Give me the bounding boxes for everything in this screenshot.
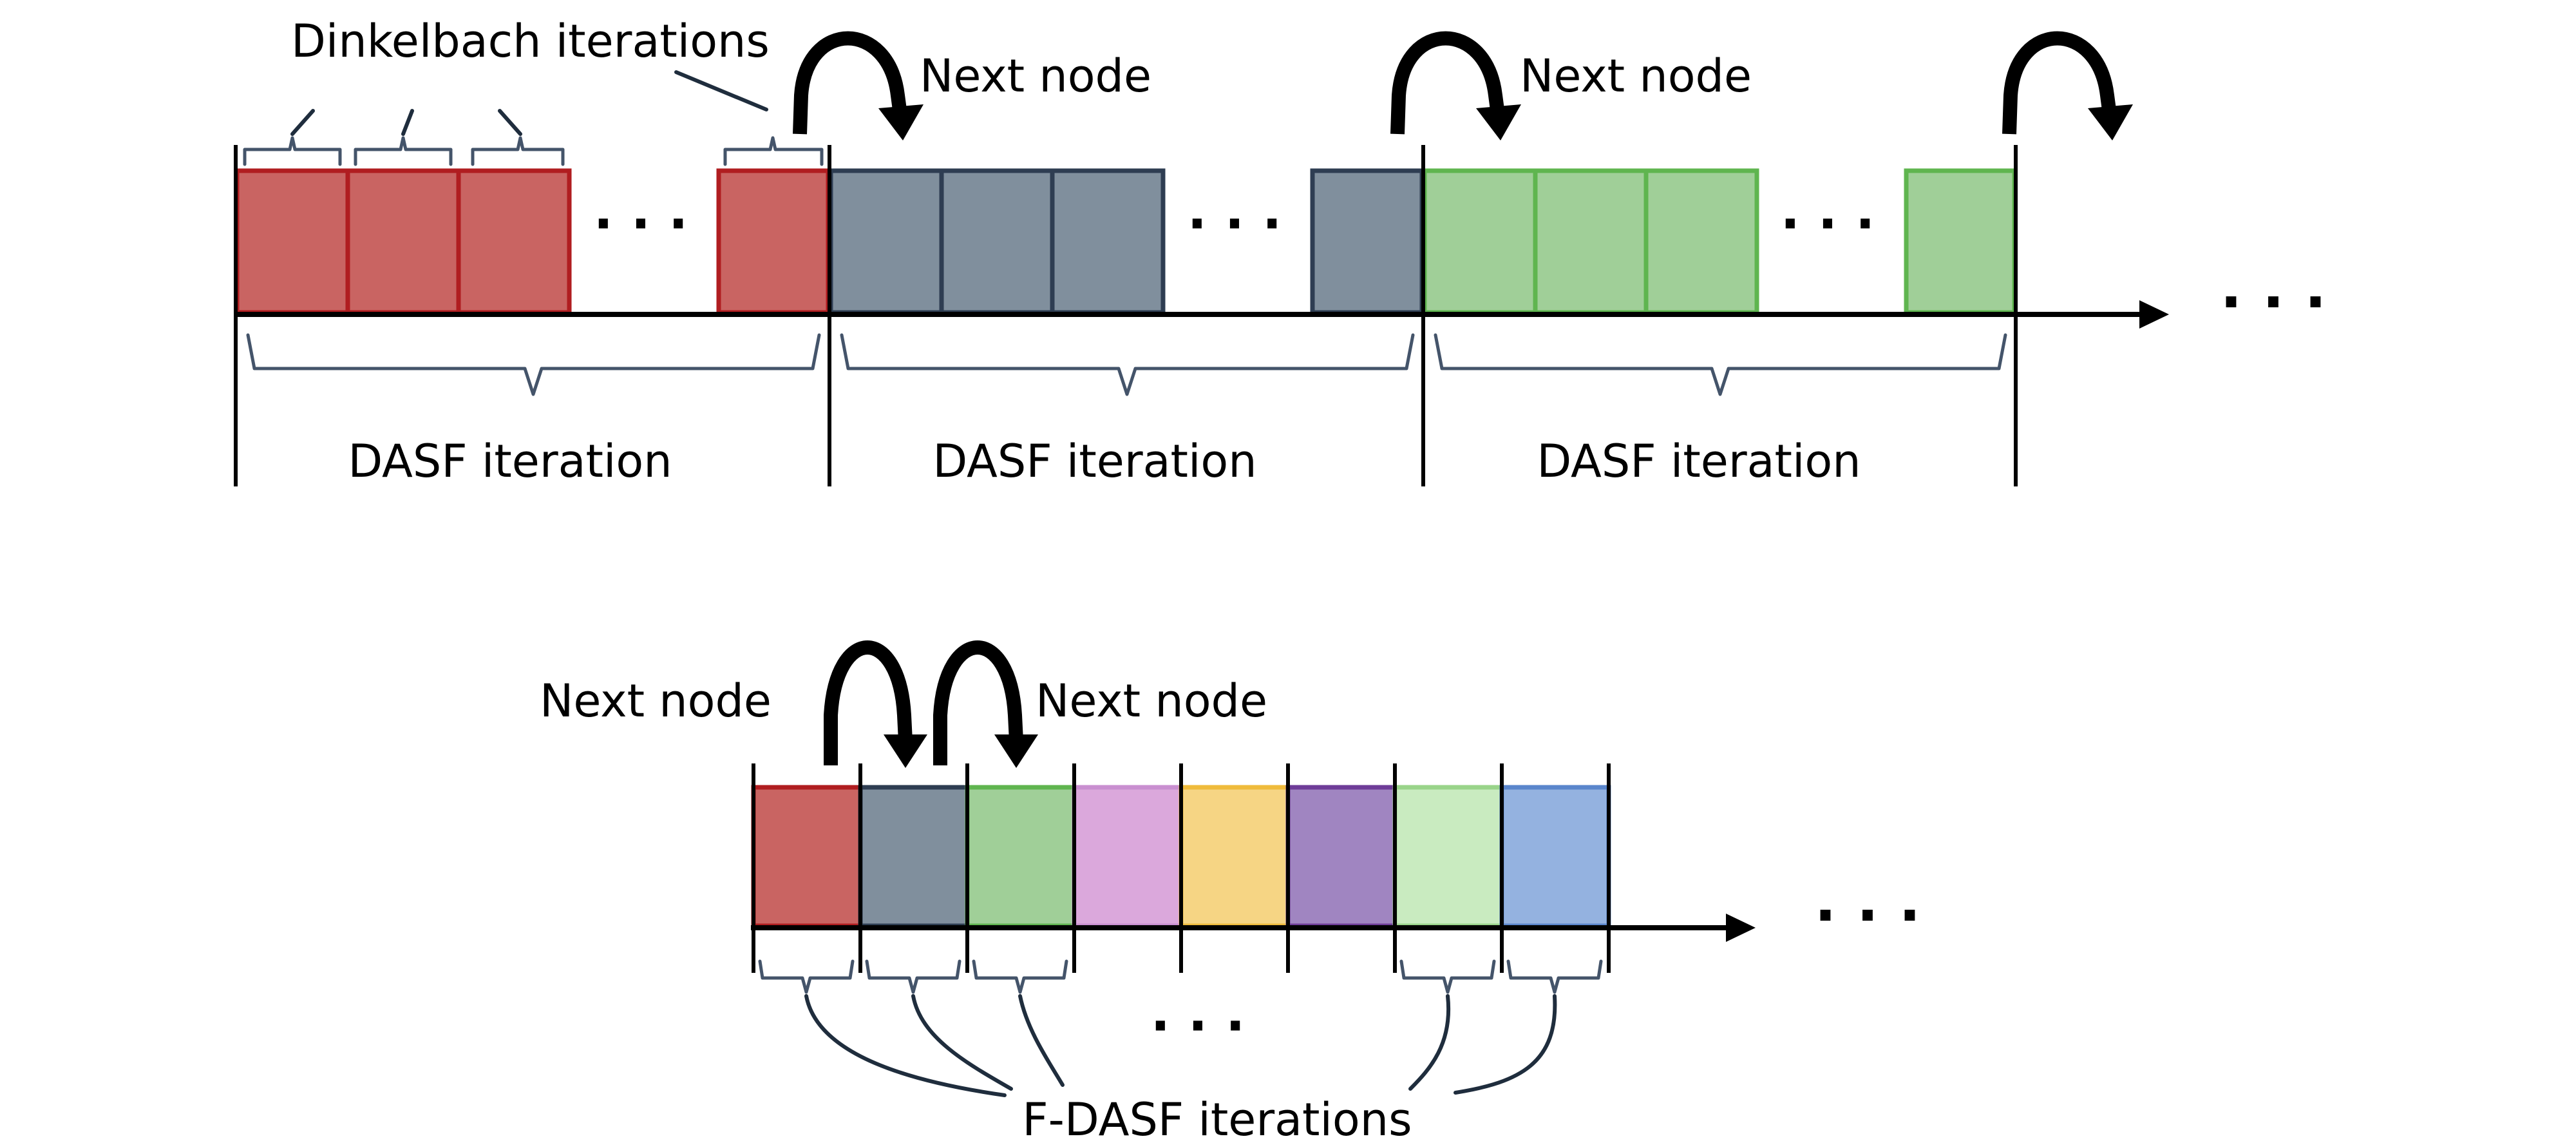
dasf-segment-gray: · · · [828,168,1425,315]
dinkelbach-block [828,168,944,315]
ellipsis: · · · [1188,194,1282,254]
dinkelbach-block [1422,168,1538,315]
dinkelbach-block [456,168,572,315]
dinkelbach-block [1643,168,1759,315]
fdasf-block [1392,785,1504,928]
bottom-timeline: · · · · · · [540,640,1921,1141]
axis-arrowhead [1726,914,1756,942]
fdasf-block [1072,785,1184,928]
fdasf-iterations-label: F-DASF iterations [1022,1093,1412,1141]
ellipsis: · · · [1151,996,1245,1056]
continuation-ellipsis: · · · [1814,882,1920,950]
next-node-label: Next node [920,50,1151,102]
fdasf-block [858,785,970,928]
fdasf-braces [758,959,1603,994]
dasf-iteration-label: DASF iteration [348,435,672,488]
ellipsis: · · · [1781,194,1875,254]
dasf-segment-red: · · · [234,168,831,315]
dinkelbach-block [1050,168,1166,315]
next-node-arrow-icon [824,640,927,768]
fdasf-block [751,785,863,928]
dinkelbach-block [1533,168,1649,315]
dinkelbach-block [345,168,461,315]
dasf-segment-green: · · · [1422,168,2017,315]
dinkelbach-iterations-label: Dinkelbach iterations [291,15,770,68]
fdasf-block [1285,785,1397,928]
next-node-label: Next node [540,675,772,727]
next-node-arrow-icon [2002,31,2133,140]
fdasf-block [1179,785,1291,928]
dinkelbach-block [234,168,350,315]
top-timeline: · · · · · · · · · · · · [234,15,2327,488]
dinkelbach-block [1310,168,1425,315]
axis-arrowhead [2139,300,2169,329]
fdasf-block [1499,785,1611,928]
dasf-braces [246,333,2007,396]
next-node-arrow-icon [933,640,1038,768]
continuation-ellipsis: · · · [2220,269,2326,336]
ellipsis: · · · [594,194,688,254]
dinkelbach-braces [243,70,824,166]
next-node-arrow-icon [1390,31,1521,140]
boundary-ticks [752,763,1611,973]
dinkelbach-block [939,168,1055,315]
dasf-iteration-label: DASF iteration [1537,435,1861,488]
next-node-label: Next node [1520,50,1752,102]
dasf-iteration-label: DASF iteration [933,435,1256,488]
dinkelbach-block [1904,168,2017,315]
dinkelbach-block [716,168,831,315]
fdasf-leaders [804,994,1557,1097]
next-node-arrow-icon [793,31,923,140]
next-node-label: Next node [1036,675,1267,727]
fdasf-block [965,785,1077,928]
